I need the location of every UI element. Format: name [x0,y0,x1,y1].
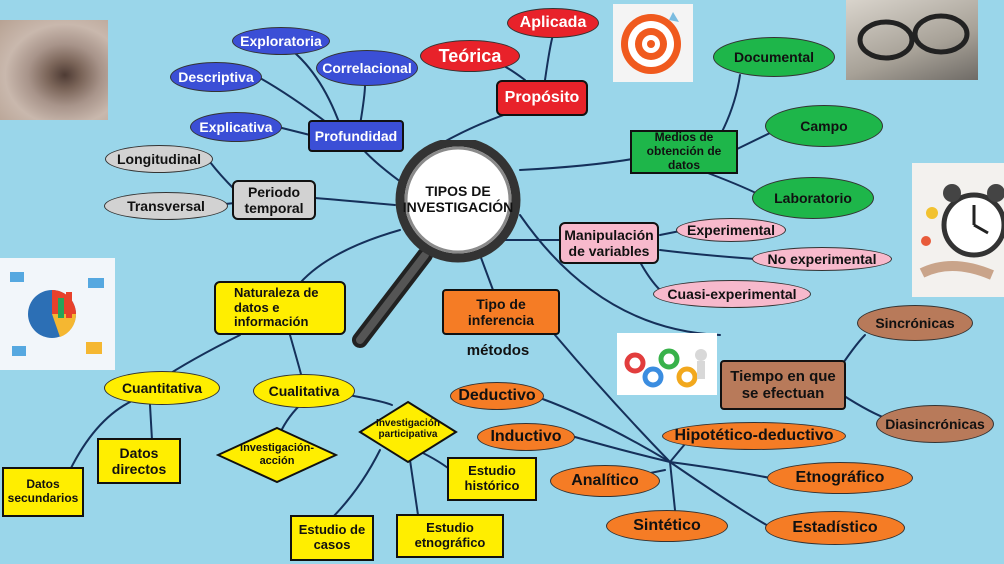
etnografico-node[interactable]: Etnográfico [767,462,913,494]
estudio-historico-node[interactable]: Estudio histórico [447,457,537,501]
correlacional-node[interactable]: Correlacional [316,50,418,86]
experimental-node[interactable]: Experimental [676,218,786,242]
stone-tunnel-image [0,20,108,120]
data-charts-image [0,258,115,370]
alarm-clock-image [912,163,1004,297]
teorica-node[interactable]: Teórica [420,40,520,72]
periodo-node[interactable]: Periodo temporal [232,180,316,220]
tiempo-node[interactable]: Tiempo en que se efectuan [720,360,846,410]
explicativa-node[interactable]: Explicativa [190,112,282,142]
laboratorio-node[interactable]: Laboratorio [752,177,874,219]
cualitativa-node[interactable]: Cualitativa [253,374,355,408]
deductivo-node[interactable]: Deductivo [450,382,544,410]
campo-node[interactable]: Campo [765,105,883,147]
magnifying-glass-icon [352,140,521,348]
cuantitativa-node[interactable]: Cuantitativa [104,371,220,405]
datos-secundarios-node[interactable]: Datos secundarios [2,467,84,517]
investigacion-accion-shape [216,426,338,484]
naturaleza-node[interactable]: Naturaleza de datos e información [214,281,346,335]
investigacion-accion-node[interactable]: Investigación-acción [240,442,314,467]
inferencia-node[interactable]: Tipo de inferencia [442,289,560,335]
sintetico-node[interactable]: Sintético [606,510,728,542]
inductivo-node[interactable]: Inductivo [477,423,575,451]
profundidad-node[interactable]: Profundidad [308,120,404,152]
exploratoria-node[interactable]: Exploratoria [232,27,330,55]
datos-directos-node[interactable]: Datos directos [97,438,181,484]
no-experimental-node[interactable]: No experimental [752,247,892,271]
aplicada-node[interactable]: Aplicada [507,8,599,38]
descriptiva-node[interactable]: Descriptiva [170,62,262,92]
investigacion-participativa-node[interactable]: Investigación participativa [376,417,440,441]
hipotetico-deductivo-node[interactable]: Hipotético-deductivo [662,422,846,450]
estudio-de-casos-node[interactable]: Estudio de casos [290,515,374,561]
longitudinal-node[interactable]: Longitudinal [105,145,213,173]
analitico-node[interactable]: Analítico [550,465,660,497]
manipulacion-node[interactable]: Manipulación de variables [559,222,659,264]
investigacion-participativa-shape [358,400,458,464]
glasses-on-book-image [846,0,978,80]
target-icon [613,4,693,82]
documental-node[interactable]: Documental [713,37,835,77]
proposito-node[interactable]: Propósito [496,80,588,116]
diasincronicas-node[interactable]: Diasincrónicas [876,405,994,443]
sincronicas-node[interactable]: Sincrónicas [857,305,973,341]
metodos-caption: métodos [466,342,530,360]
estadistico-node[interactable]: Estadístico [765,511,905,545]
medios-node[interactable]: Medios de obtención de datos [630,130,738,174]
center-title: TIPOS DE INVESTIGACIÓN [402,182,514,215]
gears-image [617,333,717,395]
transversal-node[interactable]: Transversal [104,192,228,220]
cuasi-experimental-node[interactable]: Cuasi-experimental [653,280,811,308]
estudio-etnografico-node[interactable]: Estudio etnográfico [396,514,504,558]
